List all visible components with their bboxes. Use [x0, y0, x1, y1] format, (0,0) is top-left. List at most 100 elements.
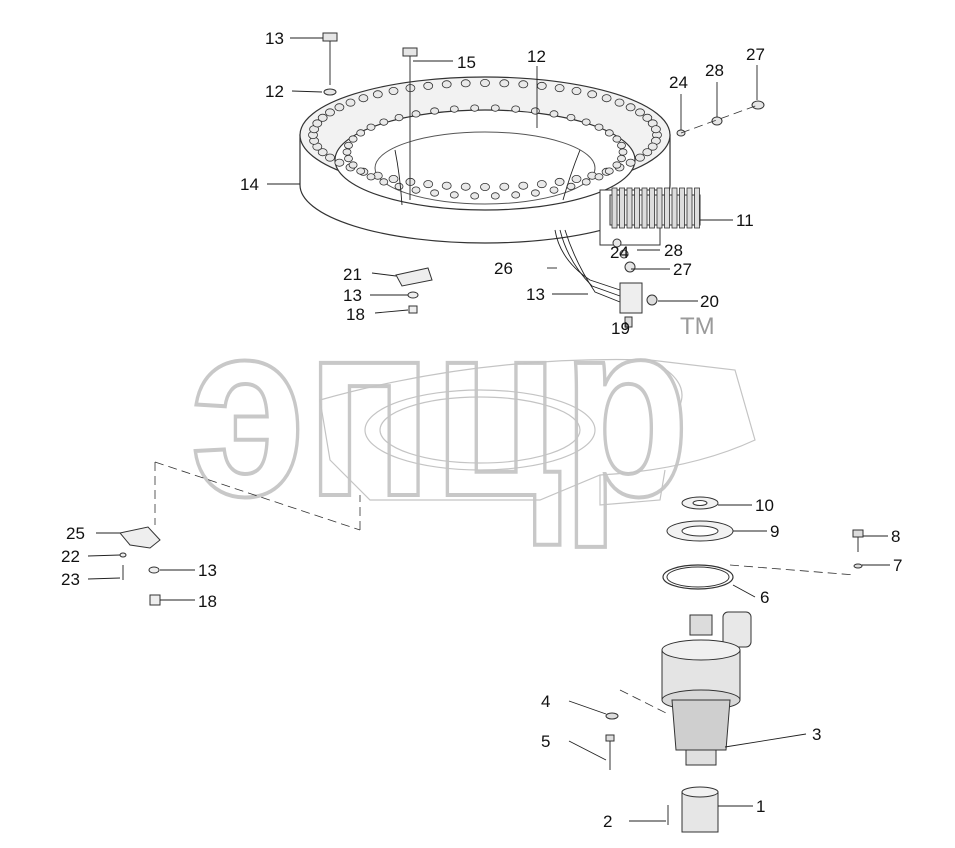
- bolt-head-icon: [460, 182, 471, 191]
- bolt-head-icon: [571, 174, 582, 183]
- bolt-head-icon: [449, 105, 459, 113]
- bolt-head-icon: [614, 98, 625, 107]
- callout-5: 5: [541, 732, 550, 751]
- bolt-head-icon: [499, 79, 510, 88]
- bolt-head-icon: [423, 81, 434, 90]
- bolt-head-icon: [348, 161, 358, 169]
- bolt-head-icon: [470, 192, 480, 200]
- callout-13b: 13: [343, 286, 362, 305]
- bolt-head-icon: [470, 104, 480, 112]
- callout-2: 2: [603, 812, 612, 831]
- bolt-head-icon: [625, 158, 636, 167]
- bolt-head-icon: [325, 153, 335, 162]
- bolt-head-icon: [518, 181, 529, 190]
- bolt-head-icon: [325, 108, 335, 117]
- bolt-head-icon: [345, 98, 356, 107]
- callout-27a: 27: [746, 45, 765, 64]
- bolt-head-icon: [334, 103, 345, 112]
- callout-26: 26: [494, 259, 513, 278]
- bracket-25: [119, 526, 161, 606]
- pinion-teeth: [611, 187, 700, 229]
- slewing-bearing: [299, 76, 671, 244]
- callout-24b: 24: [610, 243, 629, 262]
- bolt-head-icon: [379, 118, 389, 126]
- bolt-head-icon: [334, 158, 345, 167]
- callout-17: 15: [457, 53, 476, 72]
- bolt-head-icon: [518, 80, 529, 89]
- bolt-head-icon: [460, 79, 471, 88]
- bolt-head-icon: [625, 103, 636, 112]
- bolt-head-icon: [411, 186, 421, 194]
- swing-drive: [605, 496, 864, 833]
- gear-tooth: [641, 187, 648, 229]
- bolt-head-icon: [635, 153, 645, 162]
- callout-14: 13: [265, 29, 284, 48]
- callout-28b: 28: [664, 241, 683, 260]
- bolt-head-icon: [554, 84, 565, 93]
- callout-labels: 13 12 15 12 14 24 28 27 11 24 28 27 26 1…: [61, 29, 902, 831]
- pinion-gear: [599, 187, 701, 246]
- callout-18a: 18: [346, 305, 365, 324]
- bolt-head-icon: [642, 113, 653, 122]
- bolt-head-icon: [388, 174, 399, 183]
- bolt-head-icon: [566, 114, 576, 122]
- bolt-head-icon: [531, 189, 540, 197]
- callout-28a: 28: [705, 61, 724, 80]
- hardware-top: [322, 32, 765, 273]
- inner-bolt-ring: [342, 104, 628, 200]
- bolt-head-icon: [536, 81, 547, 90]
- gear-tooth: [671, 187, 678, 229]
- gear-tooth: [694, 187, 700, 229]
- gear-tooth: [611, 187, 618, 229]
- bolt-head-icon: [612, 161, 622, 169]
- bolt-head-icon: [394, 182, 404, 190]
- bolt-head-icon: [617, 155, 626, 163]
- callout-13c: 13: [198, 561, 217, 580]
- bolt-head-icon: [356, 167, 366, 175]
- callout-24a: 24: [669, 73, 688, 92]
- bolt-head-icon: [531, 107, 540, 115]
- callout-9: 9: [770, 522, 779, 541]
- bolt-head-icon: [480, 182, 490, 191]
- callout-20: 20: [700, 292, 719, 311]
- callout-4: 4: [541, 692, 550, 711]
- bolt-head-icon: [601, 94, 612, 103]
- bolt-head-icon: [536, 180, 547, 189]
- leader-lines: [87, 37, 890, 822]
- callout-22: 22: [61, 547, 80, 566]
- bolt-head-icon: [480, 79, 490, 88]
- callout-23: 23: [61, 570, 80, 589]
- bolt-head-icon: [594, 123, 604, 131]
- bolt-head-icon: [618, 148, 628, 156]
- bolt-head-icon: [394, 114, 404, 122]
- bolt-head-icon: [554, 177, 565, 186]
- bolt-head-icon: [594, 173, 604, 181]
- bolt-head-icon: [651, 125, 661, 134]
- gear-tooth: [649, 187, 655, 229]
- callout-27b: 27: [673, 260, 692, 279]
- bolt-head-icon: [366, 123, 376, 131]
- watermark: эпцр TM: [188, 267, 715, 550]
- bolt-head-icon: [604, 129, 614, 137]
- upper-frame: [319, 358, 756, 506]
- gear-tooth: [619, 187, 625, 229]
- callout-25: 25: [66, 524, 85, 543]
- watermark-trademark: TM: [680, 313, 715, 340]
- bolt-head-icon: [581, 178, 591, 186]
- watermark-logo: эпцр: [190, 269, 690, 548]
- gear-tooth: [686, 187, 693, 229]
- bolt-head-icon: [379, 178, 389, 186]
- bolt-head-icon: [344, 141, 353, 149]
- bolt-head-icon: [642, 148, 653, 157]
- gear-tooth: [664, 187, 670, 229]
- bolt-head-icon: [549, 110, 559, 118]
- bolt-head-icon: [587, 90, 598, 99]
- callout-6: 6: [760, 588, 769, 607]
- bolt-head-icon: [635, 108, 645, 117]
- bolt-head-icon: [571, 87, 582, 96]
- outer-bolt-ring: [308, 79, 662, 191]
- bolt-head-icon: [449, 191, 459, 199]
- bolt-head-icon: [312, 119, 323, 128]
- bolt-head-icon: [430, 189, 440, 197]
